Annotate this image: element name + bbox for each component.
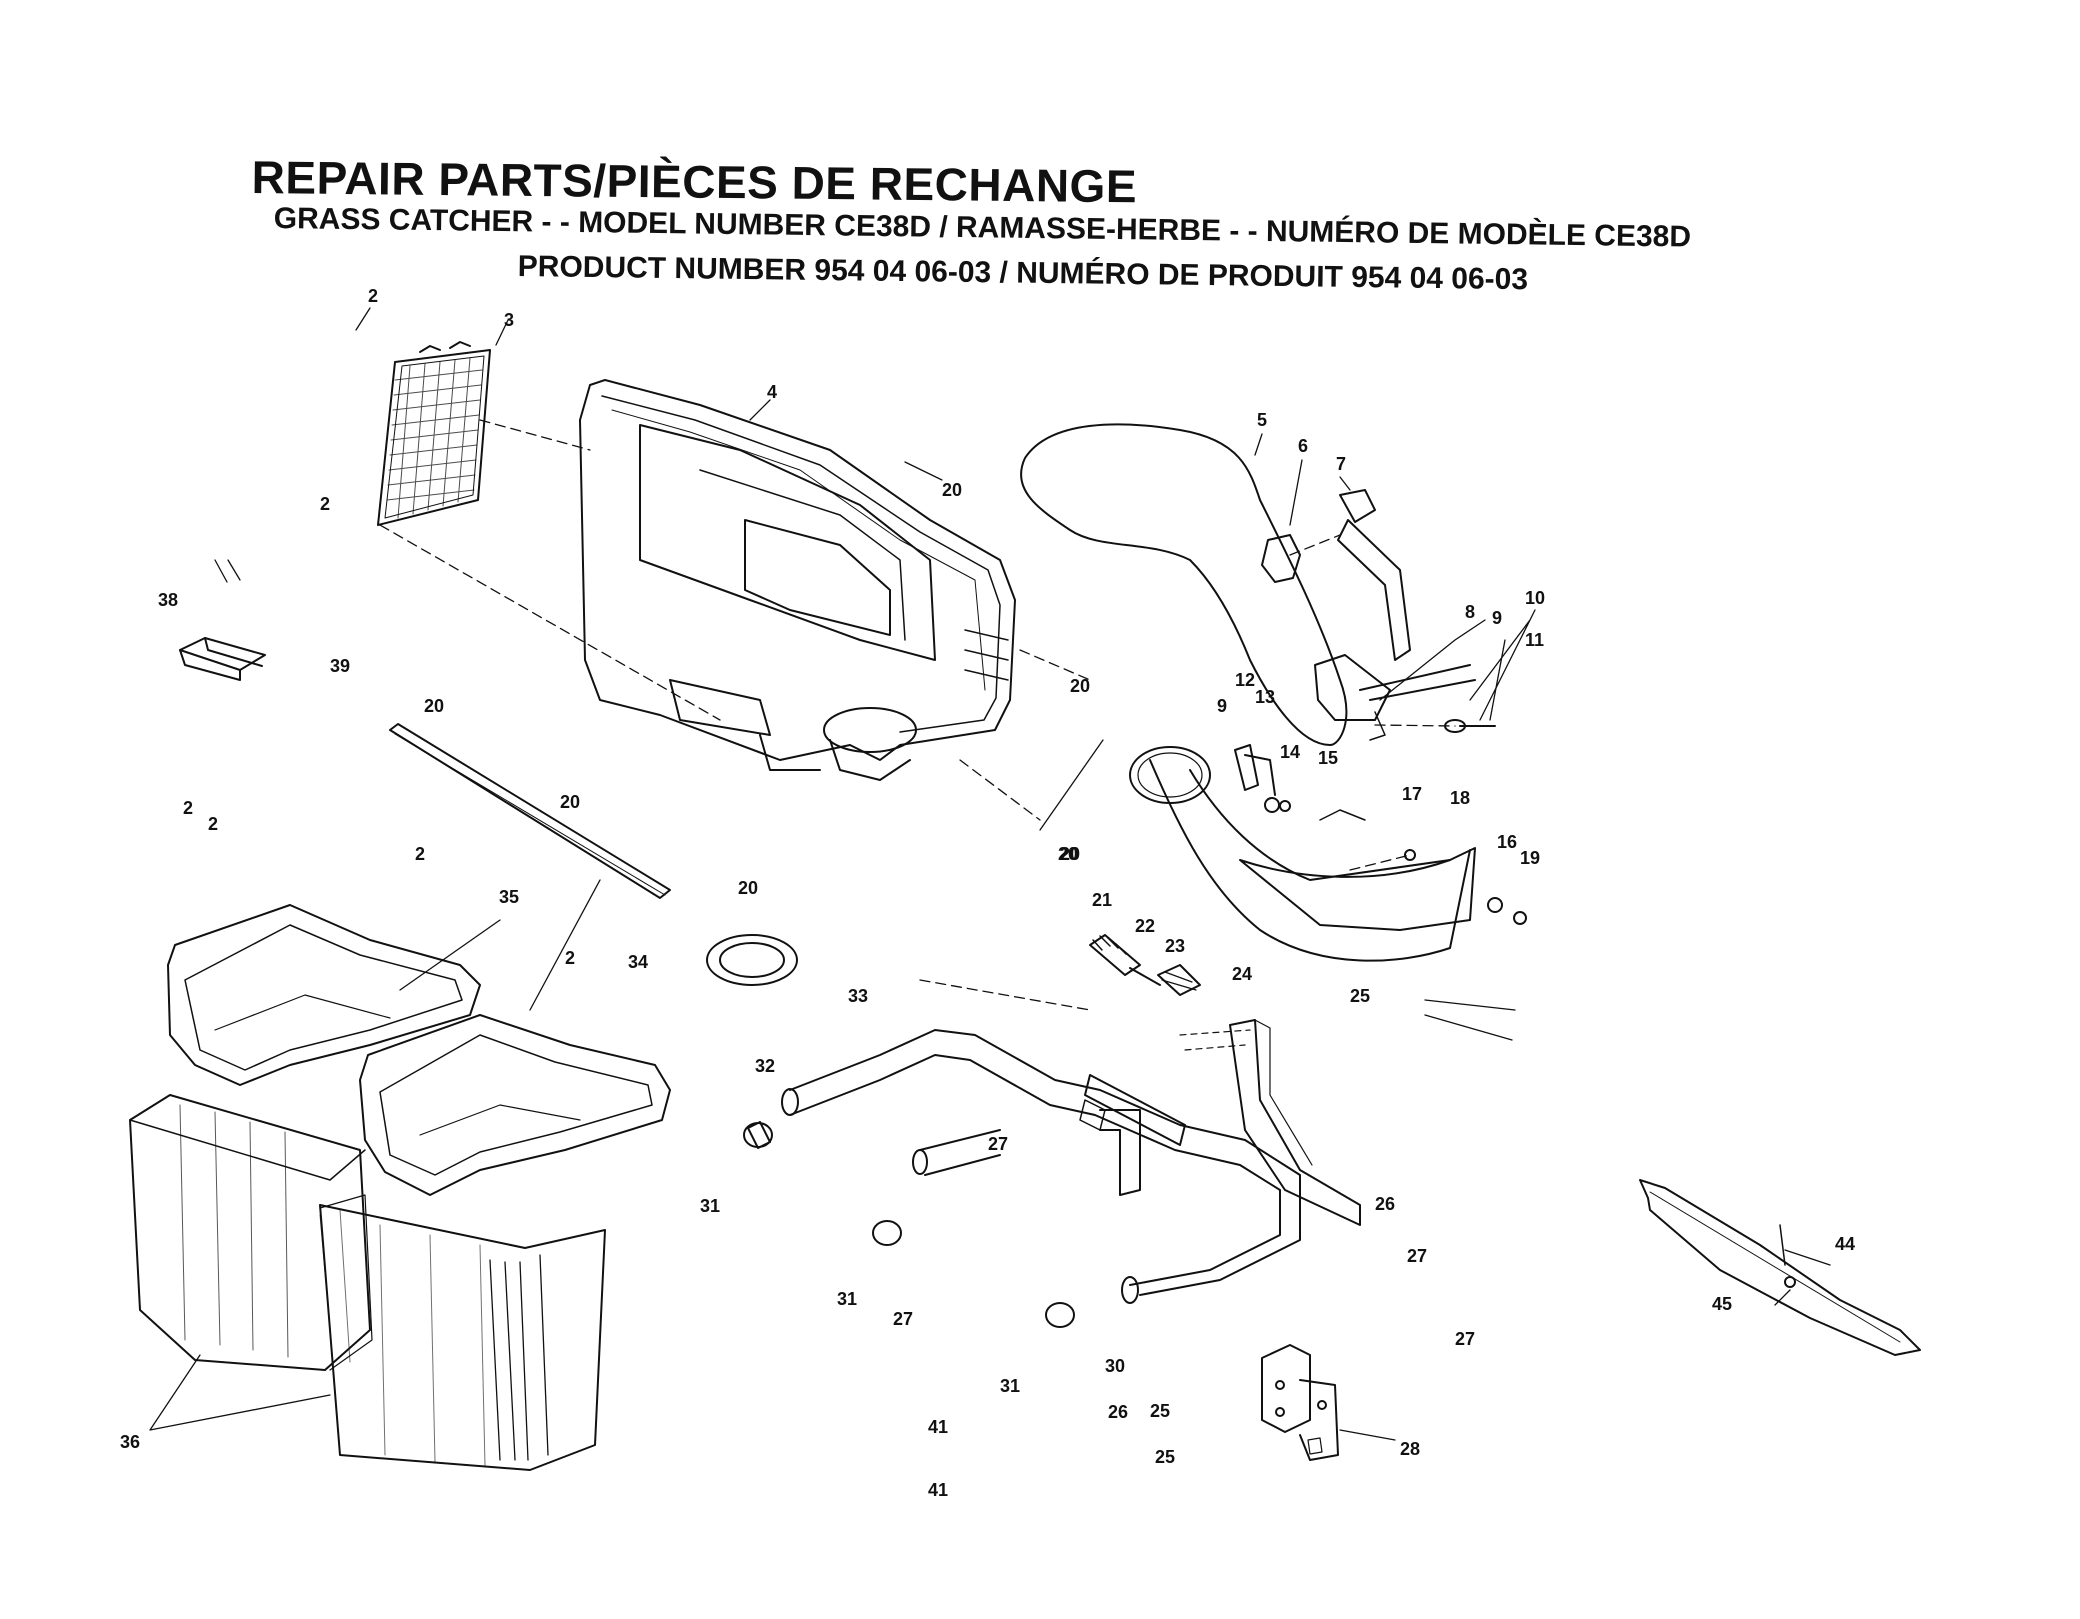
callout: 5 (1257, 410, 1267, 430)
callout: 41 (928, 1417, 948, 1437)
callout: 27 (988, 1134, 1008, 1154)
part-ring (706, 934, 798, 986)
callout: 2 (183, 798, 193, 818)
callout: 20 (1060, 844, 1080, 864)
callout: 44 (1835, 1234, 1855, 1254)
callout: 20 (560, 792, 580, 812)
callout: 20 (424, 696, 444, 716)
callout: 20 (738, 878, 758, 898)
callout: 6 (1298, 436, 1308, 456)
callout: 2 (415, 844, 425, 864)
callout: 27 (1407, 1246, 1427, 1266)
callout: 26 (1375, 1194, 1395, 1214)
callout: 32 (755, 1056, 775, 1076)
callout: 31 (1000, 1376, 1020, 1396)
callout: 22 (1135, 916, 1155, 936)
callout: 23 (1165, 936, 1185, 956)
callout: 27 (1455, 1329, 1475, 1349)
callout: 25 (1150, 1401, 1170, 1421)
callout: 20 (942, 480, 962, 500)
callout: 18 (1450, 788, 1470, 808)
callout: 11 (1525, 630, 1544, 650)
callout: 19 (1520, 848, 1540, 868)
callout: 45 (1712, 1294, 1732, 1314)
callout-labels: 2 3 4 20 2 5 6 7 20 38 2 2 39 20 20 2 20… (120, 286, 1855, 1500)
callout: 2 (320, 494, 330, 514)
callout: 33 (848, 986, 868, 1006)
callout: 15 (1318, 748, 1338, 768)
part-catcher-bags (129, 1094, 606, 1471)
part-end-caps (743, 1121, 1075, 1328)
callout: 20 (1058, 844, 1078, 864)
callout: 36 (120, 1432, 140, 1452)
part-latch-handle (1261, 489, 1496, 741)
part-mount-bracket (1261, 1344, 1339, 1461)
callout: 4 (767, 382, 777, 402)
part-mesh-screen (377, 341, 491, 526)
callout: 21 (1092, 890, 1112, 910)
part-bag-frames (167, 904, 671, 1196)
callout: 8 (1465, 602, 1475, 622)
callout: 16 (1497, 832, 1517, 852)
callout: 2 (368, 286, 378, 306)
callout: 24 (1232, 964, 1252, 984)
callout: 26 (1108, 1402, 1128, 1422)
leader-lines (379, 419, 1456, 1011)
callout: 27 (893, 1309, 913, 1329)
callout: 25 (1155, 1447, 1175, 1467)
part-hinge-bracket (1234, 744, 1291, 813)
callout: 35 (499, 887, 519, 907)
callout: 20 (1070, 676, 1090, 696)
callout: 14 (1280, 742, 1300, 762)
callout: 28 (1400, 1439, 1420, 1459)
callout: 41 (928, 1480, 948, 1500)
callout: 3 (504, 310, 514, 330)
callout: 31 (837, 1289, 857, 1309)
callout: 17 (1402, 784, 1422, 804)
callout: 9 (1492, 608, 1502, 628)
callout: 25 (1350, 986, 1370, 1006)
part-catcher-frame (781, 1019, 1361, 1304)
callout: 39 (330, 656, 350, 676)
part-catcher-lid (579, 379, 1016, 781)
part-latch-plate (179, 637, 266, 681)
callout: 12 (1235, 670, 1255, 690)
part-spring-assembly (1089, 934, 1201, 996)
callout: 9 (1217, 696, 1227, 716)
part-deflector-strip (389, 723, 671, 899)
callout: 30 (1105, 1356, 1125, 1376)
callout: 13 (1255, 687, 1275, 707)
callout: 38 (158, 590, 178, 610)
callout: 34 (628, 952, 648, 972)
callout: 10 (1525, 588, 1545, 608)
callout: 7 (1336, 454, 1346, 474)
callout-leaders (149, 307, 1831, 1441)
part-discharge-chute (1020, 423, 1471, 962)
part-blade (1639, 1179, 1921, 1356)
callout: 31 (700, 1196, 720, 1216)
callout: 2 (208, 814, 218, 834)
part-support-arm (1239, 809, 1527, 931)
callout: 2 (565, 948, 575, 968)
